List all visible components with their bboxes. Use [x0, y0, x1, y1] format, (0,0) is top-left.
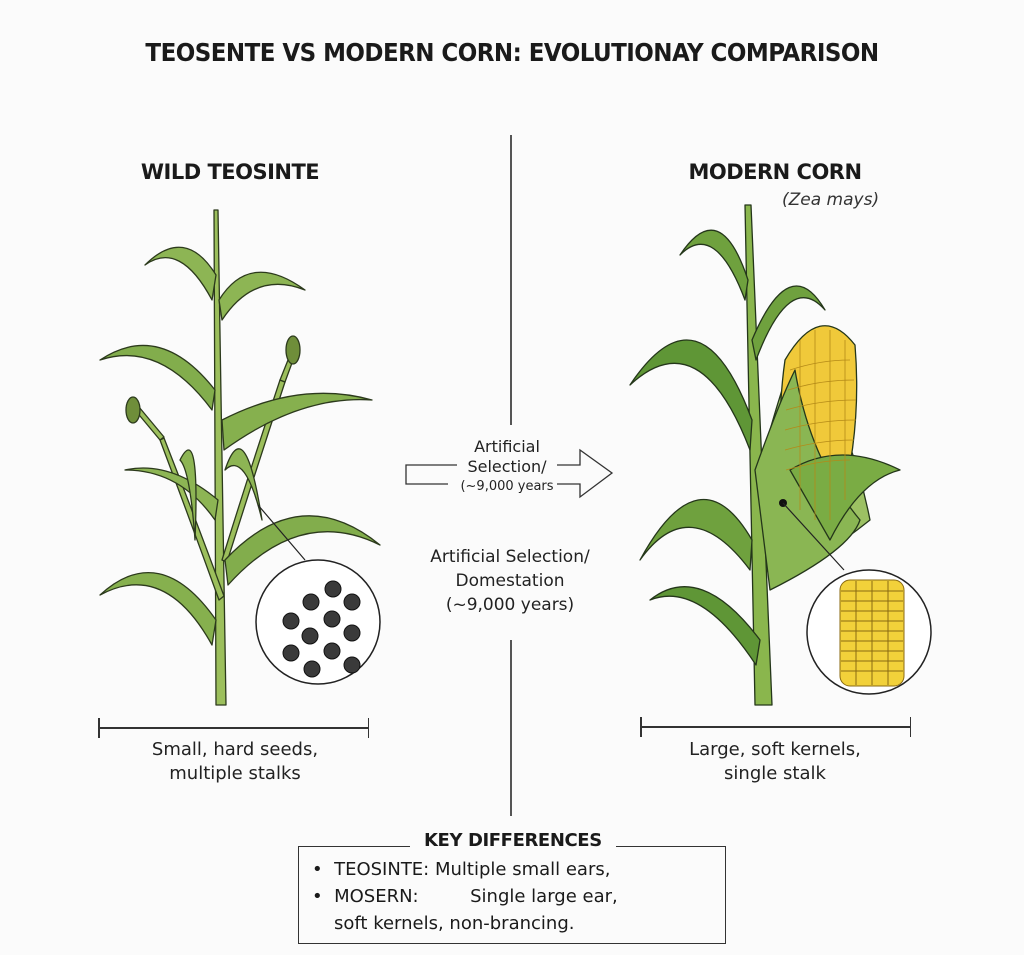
domestication-label: Artificial Selection/ Domestation (~9,00…: [400, 545, 620, 617]
corn-caption-line1: Large, soft kernels,: [689, 739, 861, 760]
teosinte-caption-line1: Small, hard seeds,: [151, 739, 319, 760]
corn-scale-bar: [640, 719, 911, 735]
corn-caption: Large, soft kernels, single stalk: [660, 738, 890, 786]
modern-corn-heading: MODERN CORN: [688, 160, 862, 184]
arrow-label-line3: (~9,000 years: [460, 479, 554, 494]
key-differences-title: KEY DIFFERENCES: [410, 830, 616, 851]
scientific-name: (Zea mays): [782, 190, 880, 210]
domestication-line1: Artificial Selection/: [430, 547, 590, 567]
teosinte-scale-bar: [98, 720, 369, 736]
key-item-teosinte: • TEOSINTE: Multiple small ears,: [312, 859, 611, 880]
teosinte-caption-line2: multiple stalks: [169, 763, 301, 784]
corn-caption-line2: single stalk: [724, 763, 826, 784]
arrow-label-line1: Artificial: [474, 437, 540, 456]
arrow-label: Artificial Selection/ (~9,000 years: [440, 437, 574, 497]
key-item-continuation: soft kernels, non-brancing.: [334, 913, 575, 934]
domestication-line2: Domestation: [455, 571, 565, 591]
key-differences-list: • TEOSINTE: Multiple small ears, • MOSER…: [312, 856, 618, 937]
seed-cluster: [282, 580, 361, 678]
divider-bottom: [510, 640, 512, 816]
teosinte-caption: Small, hard seeds, multiple stalks: [120, 738, 350, 786]
diagram-title: TEOSENTE VS MODERN CORN: EVOLUTIONAY COM…: [145, 38, 879, 67]
key-item-modern: • MOSERN: Single large ear,: [312, 886, 618, 907]
teosinte-heading: WILD TEOSINTE: [140, 160, 320, 184]
divider-top: [510, 135, 512, 425]
arrow-label-line2: Selection/: [467, 457, 547, 476]
domestication-line3: (~9,000 years): [445, 595, 575, 615]
